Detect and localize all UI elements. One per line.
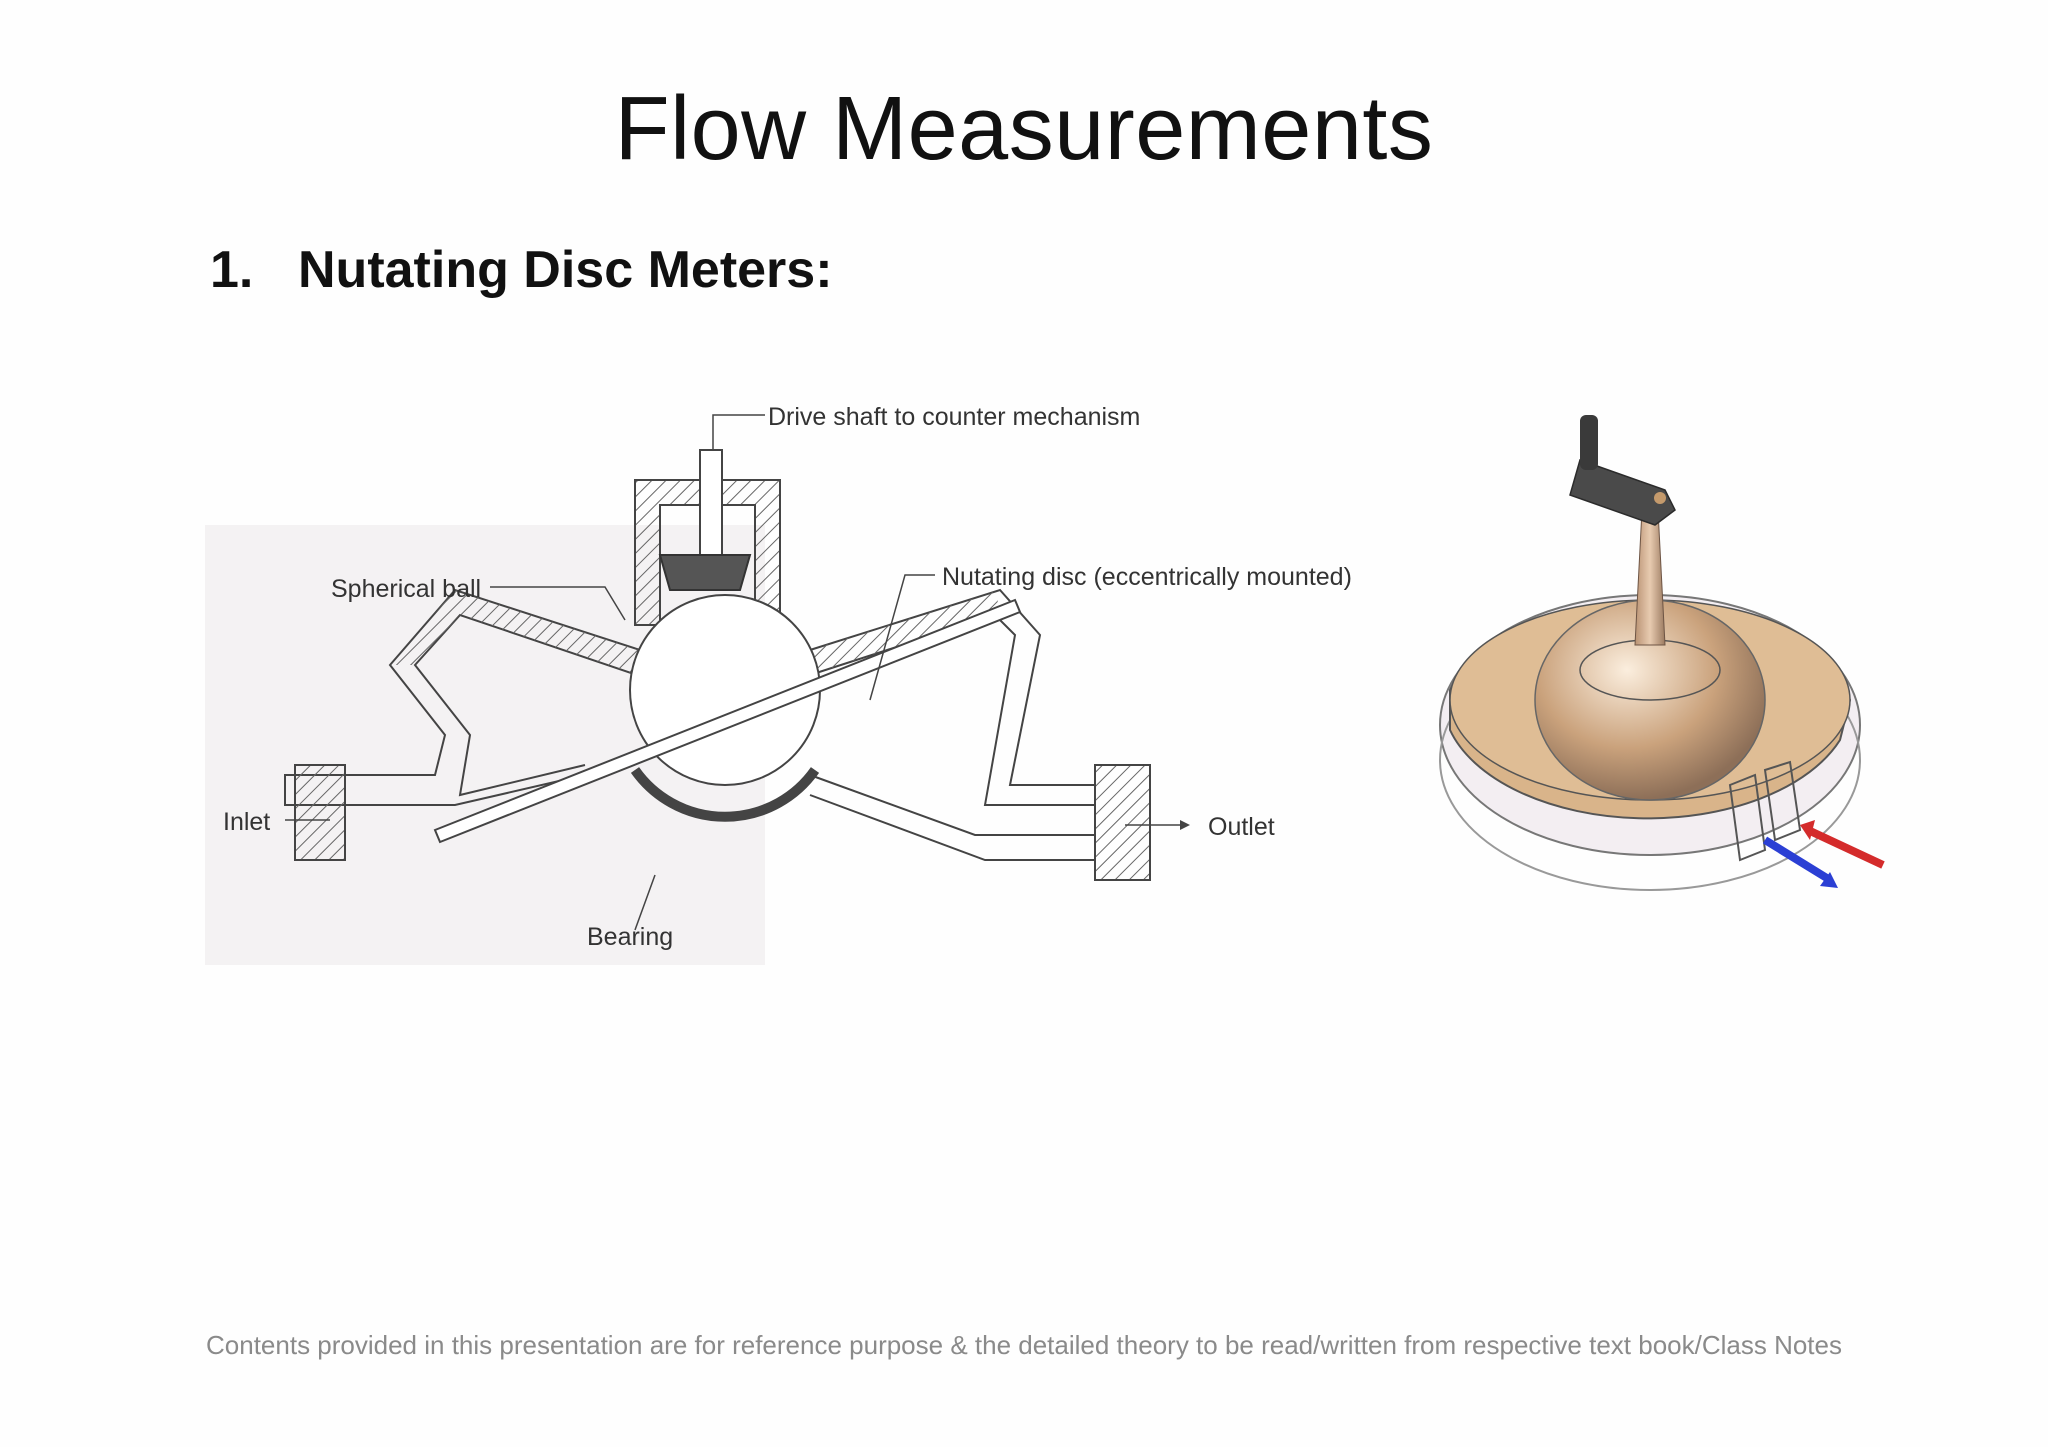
gear [658, 554, 752, 591]
slide-title: Flow Measurements [614, 79, 1434, 179]
outlet-flange [1094, 764, 1151, 881]
footer-note: Contents provided in this presentation a… [206, 1330, 1842, 1360]
inlet-flange [294, 764, 346, 861]
outflow-arrow [1762, 836, 1833, 884]
label-bearing: Bearing [587, 923, 673, 951]
nutating-disc-cross-section-diagram: Drive shaft to counter mechanism Spheric… [205, 403, 1352, 965]
label-inlet: Inlet [223, 808, 270, 836]
nutating-disc [433, 598, 1022, 844]
drive-shaft [699, 449, 723, 561]
crank [1569, 459, 1676, 526]
section-heading: 1. Nutating Disc Meters: [210, 240, 833, 300]
nutating-disc-3d-model [1439, 415, 1885, 891]
label-outlet: Outlet [1208, 813, 1275, 841]
bearing [630, 767, 820, 822]
heading-text: Nutating Disc Meters: [298, 241, 833, 299]
label-drive-shaft: Drive shaft to counter mechanism [768, 403, 1140, 431]
label-spherical-ball: Spherical ball [331, 575, 481, 603]
crank-handle [1580, 415, 1598, 470]
heading-number: 1. [210, 241, 254, 299]
label-nutating-disc: Nutating disc (eccentrically mounted) [942, 563, 1352, 591]
inflow-arrow [1806, 826, 1885, 869]
port-left [1728, 773, 1767, 862]
port-right [1763, 760, 1802, 842]
